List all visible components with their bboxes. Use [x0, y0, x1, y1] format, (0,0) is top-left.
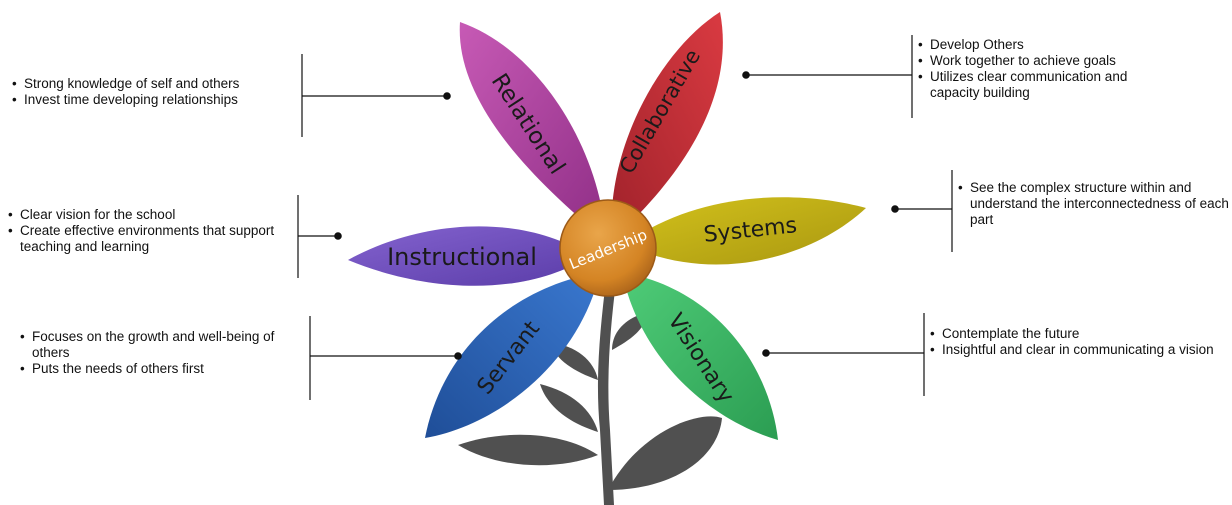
stem	[597, 280, 616, 505]
connector-instructional	[297, 195, 342, 278]
note-item: Utilizes clear communication and capacit…	[918, 69, 1168, 101]
note-visionary-list: Contemplate the future Insightful and cl…	[930, 326, 1220, 358]
petal-systems	[625, 197, 866, 265]
leaf-left-mid	[540, 384, 598, 432]
connector-collaborative	[742, 35, 913, 118]
note-servant-list: Focuses on the growth and well-being of …	[20, 329, 305, 377]
note-relational: Strong knowledge of self and others Inve…	[12, 76, 297, 108]
petal-visionary	[622, 272, 778, 440]
note-systems-list: See the complex structure within and und…	[958, 180, 1230, 228]
note-instructional-list: Clear vision for the school Create effec…	[8, 207, 293, 255]
note-item: Insightful and clear in communicating a …	[930, 342, 1220, 358]
note-instructional: Clear vision for the school Create effec…	[8, 207, 293, 255]
note-item: Work together to achieve goals	[918, 53, 1168, 69]
note-item: Contemplate the future	[930, 326, 1220, 342]
note-relational-list: Strong knowledge of self and others Inve…	[12, 76, 297, 108]
note-item: Develop Others	[918, 37, 1168, 53]
note-visionary: Contemplate the future Insightful and cl…	[930, 326, 1220, 358]
note-collaborative: Develop Others Work together to achieve …	[918, 37, 1168, 101]
note-item: Strong knowledge of self and others	[12, 76, 297, 92]
note-item: See the complex structure within and und…	[958, 180, 1230, 228]
petal-servant	[425, 272, 600, 438]
connector-systems	[891, 170, 953, 252]
leaf-left-low	[458, 434, 598, 466]
leaf-right-large	[608, 416, 722, 490]
note-item: Puts the needs of others first	[20, 361, 305, 377]
connector-servant	[309, 316, 462, 400]
connector-relational	[301, 54, 451, 137]
petal-label-instructional: Instructional	[387, 243, 537, 271]
note-item: Create effective environments that suppo…	[8, 223, 293, 255]
note-systems: See the complex structure within and und…	[958, 180, 1230, 228]
petal-instructional	[348, 226, 590, 286]
note-item: Focuses on the growth and well-being of …	[20, 329, 305, 361]
note-collaborative-list: Develop Others Work together to achieve …	[918, 37, 1168, 101]
center-disc	[559, 199, 657, 297]
note-servant: Focuses on the growth and well-being of …	[20, 329, 305, 377]
note-item: Invest time developing relationships	[12, 92, 297, 108]
connector-visionary	[762, 313, 925, 396]
petal-collaborative	[611, 12, 723, 240]
note-item: Clear vision for the school	[8, 207, 293, 223]
petal-relational	[459, 22, 606, 240]
